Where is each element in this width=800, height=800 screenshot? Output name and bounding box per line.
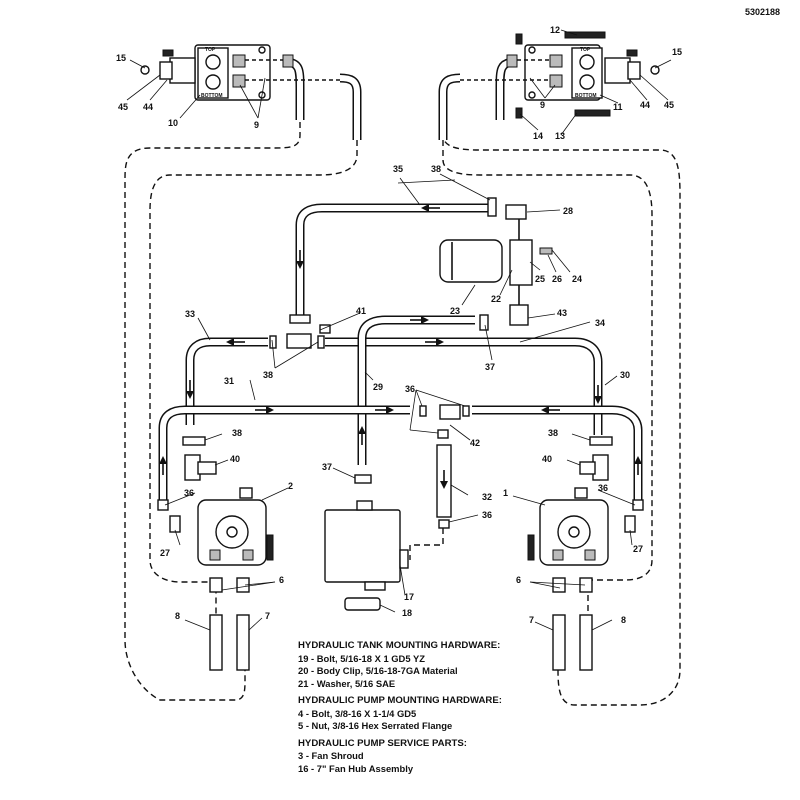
valve-bottom-label: BOTTOM	[201, 93, 223, 99]
control-valve-right: TOP BOTTOM	[460, 31, 660, 119]
hardware-notes: HYDRAULIC TANK MOUNTING HARDWARE: 19 - B…	[298, 640, 598, 780]
hydraulic-pump-right	[527, 487, 636, 671]
note-item: 21 - Washer, 5/16 SAE	[298, 677, 396, 689]
pump-service-section: HYDRAULIC PUMP SERVICE PARTS: 3 - Fan Sh…	[298, 738, 598, 776]
callout-44: 44	[143, 102, 153, 112]
callout-29: 29	[373, 382, 383, 392]
callout-9: 9	[254, 120, 259, 130]
callout-18: 18	[402, 608, 412, 618]
leader-lines	[126, 29, 672, 631]
callout-26: 26	[552, 274, 562, 284]
fittings	[157, 197, 644, 511]
callout-35: 35	[393, 164, 403, 174]
callout-2: 2	[288, 481, 293, 491]
drawing-number: 5302188	[745, 7, 780, 17]
callout-1: 1	[503, 488, 508, 498]
callout-6: 6	[516, 575, 521, 585]
note-item: 4 - Bolt, 3/8-16 X 1-1/4 GD5	[298, 707, 417, 719]
callout-8: 8	[621, 615, 626, 625]
note-item: 3 - Fan Shroud	[298, 750, 364, 761]
callout-labels: 15 45 44 10 9 12 15 9 11 44 45 14 13 35 …	[116, 25, 682, 625]
callout-38: 38	[232, 428, 242, 438]
callout-22: 22	[491, 294, 501, 304]
callout-31: 31	[224, 376, 234, 386]
valve-bottom-label-right: BOTTOM	[575, 93, 597, 99]
pump-hardware-section: HYDRAULIC PUMP MOUNTING HARDWARE: 4 - Bo…	[298, 695, 598, 733]
callout-37: 37	[485, 362, 495, 372]
callout-44: 44	[640, 100, 650, 110]
callout-12: 12	[550, 25, 560, 35]
note-item: 19 - Bolt, 5/16-18 X 1 GD5 YZ	[298, 652, 425, 664]
callout-14: 14	[533, 131, 543, 141]
callout-36: 36	[184, 488, 194, 498]
steel-tubes	[158, 57, 643, 500]
flow-arrows	[159, 204, 642, 475]
callout-25: 25	[535, 274, 545, 284]
control-valve-left: TOP BOTTOM	[140, 44, 340, 101]
callout-11: 11	[613, 102, 623, 112]
valve-top-label: TOP	[205, 47, 216, 53]
callout-30: 30	[620, 370, 630, 380]
callout-13: 13	[555, 131, 565, 141]
callout-38: 38	[263, 370, 273, 380]
callout-24: 24	[572, 274, 582, 284]
dashed-hoses	[124, 122, 681, 706]
callout-7: 7	[529, 615, 534, 625]
callout-17: 17	[404, 592, 414, 602]
section-heading: HYDRAULIC PUMP SERVICE PARTS:	[298, 737, 467, 749]
hydraulic-filter	[439, 204, 553, 326]
note-item: 5 - Nut, 3/8-16 Hex Serrated Flange	[298, 720, 453, 731]
callout-45: 45	[118, 102, 128, 112]
valve-top-label-right: TOP	[580, 47, 591, 53]
hydraulic-pump-left	[169, 487, 274, 671]
callout-9: 9	[540, 100, 545, 110]
section-heading: HYDRAULIC PUMP MOUNTING HARDWARE:	[298, 695, 502, 706]
callout-42: 42	[470, 438, 480, 448]
callout-15: 15	[672, 47, 682, 57]
callout-10: 10	[168, 118, 178, 128]
callout-23: 23	[450, 306, 460, 316]
hydraulic-reservoir	[324, 474, 409, 611]
callout-40: 40	[230, 454, 240, 464]
note-item: 20 - Body Clip, 5/16-18-7GA Material	[298, 665, 458, 676]
callout-6: 6	[279, 575, 284, 585]
callout-38: 38	[548, 428, 558, 438]
callout-27: 27	[160, 548, 170, 558]
tank-hardware-section: HYDRAULIC TANK MOUNTING HARDWARE: 19 - B…	[298, 640, 598, 690]
callout-15: 15	[116, 53, 126, 63]
callout-8: 8	[175, 611, 180, 621]
callout-36: 36	[598, 483, 608, 493]
callout-37: 37	[322, 462, 332, 472]
callout-45: 45	[664, 100, 674, 110]
callout-41: 41	[356, 306, 366, 316]
callout-40: 40	[542, 454, 552, 464]
callout-27: 27	[633, 544, 643, 554]
callout-28: 28	[563, 206, 573, 216]
note-item: 16 - 7" Fan Hub Assembly	[298, 762, 414, 774]
callout-33: 33	[185, 309, 195, 319]
callout-38: 38	[431, 164, 441, 174]
callout-7: 7	[265, 611, 270, 621]
tube-32	[436, 444, 452, 529]
callout-36: 36	[482, 510, 492, 520]
callout-43: 43	[557, 308, 567, 318]
callout-36: 36	[405, 384, 415, 394]
callout-34: 34	[595, 318, 605, 328]
section-heading: HYDRAULIC TANK MOUNTING HARDWARE:	[298, 640, 501, 651]
callout-32: 32	[482, 492, 492, 502]
